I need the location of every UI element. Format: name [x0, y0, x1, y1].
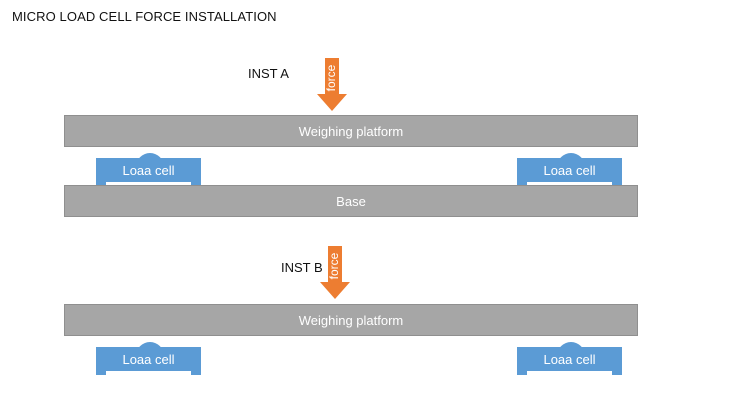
inst-a-label: INST A	[248, 66, 289, 81]
inst-b-label: INST B	[281, 260, 323, 275]
inst-a-force-label: force	[324, 64, 338, 91]
diagram-title: MICRO LOAD CELL FORCE INSTALLATION	[12, 9, 277, 24]
inst-a-weighing-platform-label: Weighing platform	[298, 123, 404, 139]
inst-a-weighing-platform: Weighing platform	[64, 115, 638, 147]
inst-b-left-load-cell: Loaa cell	[96, 342, 201, 375]
inst-a-base-label: Base	[336, 193, 366, 209]
inst-b-force-label: force	[327, 252, 341, 279]
inst-b-right-load-cell-label: Loaa cell	[543, 351, 596, 367]
inst-b-force-arrow: force	[319, 246, 351, 300]
inst-b-weighing-platform: Weighing platform	[64, 304, 638, 336]
inst-a-left-load-cell: Loaa cell	[96, 153, 201, 186]
inst-a-right-load-cell: Loaa cell	[517, 153, 622, 186]
inst-b-right-load-cell: Loaa cell	[517, 342, 622, 375]
inst-a-base: Base	[64, 185, 638, 217]
inst-b-weighing-platform-label: Weighing platform	[298, 312, 404, 328]
inst-b-left-load-cell-label: Loaa cell	[122, 351, 175, 367]
inst-a-right-load-cell-label: Loaa cell	[543, 162, 596, 178]
inst-a-force-arrow: force	[316, 58, 348, 112]
inst-a-left-load-cell-label: Loaa cell	[122, 162, 175, 178]
